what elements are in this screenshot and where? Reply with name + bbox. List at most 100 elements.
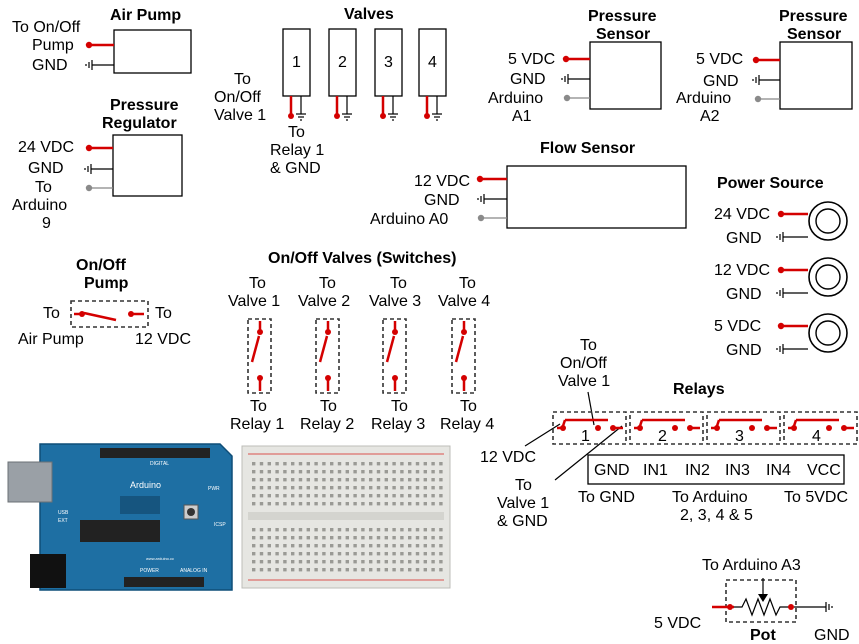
valve-switch-to-relay-label: To bbox=[460, 398, 477, 415]
valves-to-label: To bbox=[234, 71, 251, 88]
valve-box-2 bbox=[328, 28, 357, 97]
ground-symbol-icon bbox=[85, 60, 93, 70]
regulator-vdc-label: 24 VDC bbox=[18, 139, 74, 156]
resistor-icon bbox=[734, 597, 792, 617]
power-source-title: Power Source bbox=[717, 175, 824, 192]
pump-switch-title-1: On/Off bbox=[76, 257, 126, 274]
ps2-arduino-label: Arduino bbox=[676, 90, 731, 107]
relay-to-arduino-pins: 2, 3, 4 & 5 bbox=[680, 507, 753, 524]
relays: Relays To On/Off Valve 1 12 VDC To Valve… bbox=[480, 337, 858, 530]
relay-to-gnd-pin-label: To GND bbox=[578, 489, 635, 506]
ground-symbol-icon bbox=[477, 194, 485, 204]
ps2-pin-label: A2 bbox=[700, 108, 720, 125]
valves-relay-to-label: To bbox=[288, 124, 305, 141]
regulator-signal-terminal bbox=[85, 184, 93, 192]
valve-number: 1 bbox=[292, 54, 301, 71]
flow-sensor: Flow Sensor 12 VDC GND Arduino A0 bbox=[370, 140, 687, 229]
relay-to-5vdc-label: To 5VDC bbox=[784, 489, 848, 506]
relay-box-1 bbox=[552, 411, 627, 445]
ground-symbol-icon bbox=[296, 113, 306, 121]
relay-to-label: To bbox=[580, 337, 597, 354]
power-source: Power Source 24 VDC GND 12 VDC GND 5 VDC GND bbox=[714, 175, 848, 359]
regulator-gnd-label: GND bbox=[28, 160, 64, 177]
ps2-signal-terminal bbox=[754, 95, 762, 103]
ps1-pin-label: A1 bbox=[512, 108, 532, 125]
pot-box bbox=[725, 579, 797, 623]
ground-symbol-icon bbox=[342, 113, 352, 121]
relays-title: Relays bbox=[673, 381, 725, 398]
ps2-vdc-terminal bbox=[752, 56, 760, 64]
power-jack-icon bbox=[808, 201, 848, 241]
relay-onoff-label: On/Off bbox=[560, 355, 607, 372]
breadboard-photo bbox=[241, 445, 451, 589]
power-gnd-label: GND bbox=[726, 286, 762, 303]
relay-to-gnd-label-3: & GND bbox=[497, 513, 548, 530]
pressure-sensor-2: Pressure Sensor 5 VDC GND Arduino A2 bbox=[676, 8, 853, 125]
valve-switch-relay-label: Relay 1 bbox=[230, 416, 284, 433]
pot-to-arduino-label: To Arduino A3 bbox=[702, 557, 801, 574]
pump-switch-right-target: 12 VDC bbox=[135, 331, 191, 348]
valve-number: 4 bbox=[428, 54, 437, 71]
ground-symbol-icon bbox=[84, 164, 92, 174]
valve-switch-to-label: To bbox=[390, 275, 407, 292]
ground-symbol-icon bbox=[776, 344, 784, 354]
ps1-signal-terminal bbox=[563, 94, 571, 102]
ps1-arduino-label: Arduino bbox=[488, 90, 543, 107]
valve-switch-to-relay-label: To bbox=[391, 398, 408, 415]
pump-switch-left-target: Air Pump bbox=[18, 331, 84, 348]
ground-symbol-icon bbox=[432, 113, 442, 121]
valve-switch-box-4 bbox=[451, 318, 476, 394]
valves-relay1-label: Relay 1 bbox=[270, 142, 324, 159]
valve-switch-box-1 bbox=[247, 318, 272, 394]
pump-switch: On/Off Pump To To Air Pump 12 VDC bbox=[18, 257, 191, 348]
relay-pin-label: IN1 bbox=[643, 462, 668, 479]
pot-gnd-label: GND bbox=[814, 627, 850, 644]
flow-vdc-terminal bbox=[476, 175, 484, 183]
valve-box-1 bbox=[282, 28, 311, 97]
air-pump-pump-terminal bbox=[85, 41, 93, 49]
power-gnd-label: GND bbox=[726, 342, 762, 359]
power-vdc-label: 24 VDC bbox=[714, 206, 770, 223]
pump-switch-right-label: To bbox=[155, 305, 172, 322]
power-jack-icon bbox=[808, 313, 848, 353]
regulator-to-label: To bbox=[35, 179, 52, 196]
relay-pin-label: IN4 bbox=[766, 462, 791, 479]
arduino-ext-label: EXT bbox=[58, 518, 68, 524]
pump-switch-left-label: To bbox=[43, 305, 60, 322]
arduino-board-photo: Arduino DIGITAL www.arduino.cc POWER ANA… bbox=[0, 438, 234, 644]
pressure-sensor-1-title-1: Pressure bbox=[588, 8, 657, 25]
relay-to-gnd-label-2: Valve 1 bbox=[497, 495, 549, 512]
power-vdc-label: 5 VDC bbox=[714, 318, 761, 335]
flow-signal-terminal bbox=[477, 214, 485, 222]
valve-box-3 bbox=[374, 28, 403, 97]
relay-pin-label: VCC bbox=[807, 462, 841, 479]
valves-valve1-label: Valve 1 bbox=[214, 107, 266, 124]
relay-pin-header bbox=[587, 454, 845, 485]
arduino-analog-label: ANALOG IN bbox=[180, 568, 208, 574]
relay-number: 1 bbox=[581, 428, 590, 445]
ground-symbol-icon bbox=[561, 74, 569, 84]
ps1-vdc-terminal bbox=[562, 55, 570, 63]
arduino-brand: Arduino bbox=[130, 480, 161, 490]
pressure-regulator-title-2: Regulator bbox=[102, 115, 177, 132]
pressure-sensor-2-title-2: Sensor bbox=[787, 26, 841, 43]
valve-switch-box-3 bbox=[382, 318, 407, 394]
power-gnd-label: GND bbox=[726, 230, 762, 247]
air-pump-pump-label: Pump bbox=[32, 37, 74, 54]
arduino-icsp-label: ICSP bbox=[214, 522, 226, 528]
pressure-regulator: Pressure Regulator 24 VDC GND To Arduino… bbox=[12, 97, 183, 232]
regulator-vdc-terminal bbox=[85, 144, 93, 152]
flow-sensor-box bbox=[506, 165, 687, 229]
power-vdc-label: 12 VDC bbox=[714, 262, 770, 279]
valves-onoff-label: On/Off bbox=[214, 89, 261, 106]
relay-box-4 bbox=[783, 411, 858, 445]
arduino-site: www.arduino.cc bbox=[146, 556, 174, 561]
valves-title: Valves bbox=[344, 6, 394, 23]
pump-switch-title-2: Pump bbox=[84, 275, 129, 292]
valve-number: 3 bbox=[384, 54, 393, 71]
valve-switch-valve-label: Valve 2 bbox=[298, 293, 350, 310]
ps2-vdc-label: 5 VDC bbox=[696, 51, 743, 68]
ground-symbol-icon bbox=[388, 113, 398, 121]
pressure-sensor-1-title-2: Sensor bbox=[596, 26, 650, 43]
